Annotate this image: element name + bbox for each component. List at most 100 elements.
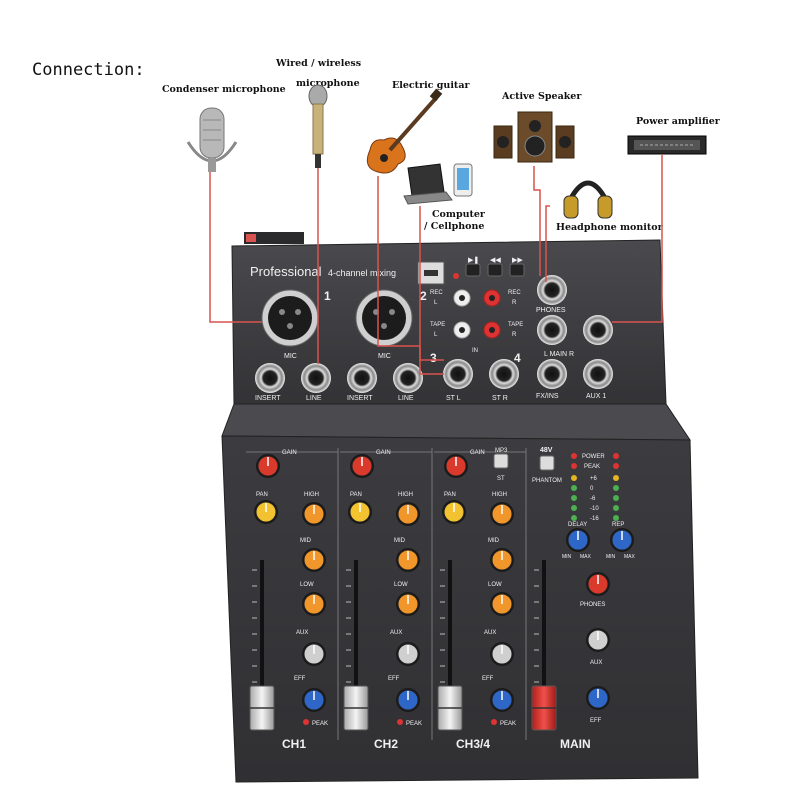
ch2-aux-knob[interactable] — [396, 642, 420, 666]
delay-min-label: MIN — [562, 554, 572, 560]
delay-knob[interactable] — [566, 528, 590, 552]
ch34-aux-knob[interactable] — [490, 642, 514, 666]
ch1-aux-knob[interactable] — [302, 642, 326, 666]
power-led — [571, 453, 577, 459]
ch34-eff-knob[interactable] — [490, 688, 514, 712]
phones-label: PHONES — [536, 307, 566, 314]
ch2-aux-label: AUX — [390, 630, 402, 636]
rec-l-label: L — [434, 300, 438, 306]
ch34-gain-knob[interactable] — [444, 454, 468, 478]
guitar-label: Electric guitar — [392, 80, 470, 91]
delay-label: DELAY — [568, 522, 587, 528]
st-l-label: ST L — [446, 395, 461, 402]
tape-l-label: L — [434, 332, 438, 338]
aux1-jack[interactable] — [583, 359, 613, 389]
ch2-low-knob[interactable] — [396, 592, 420, 616]
laptop-icon — [403, 163, 453, 205]
main-eff-label: EFF — [590, 718, 602, 724]
play-pause-button[interactable] — [465, 263, 481, 277]
ch1-mid-label: MID — [300, 538, 312, 544]
ch1-peak-led — [303, 719, 309, 725]
main-r-jack[interactable] — [583, 315, 613, 345]
ch34-low-knob[interactable] — [490, 592, 514, 616]
ch1-mid-knob[interactable] — [302, 548, 326, 572]
phones-jack[interactable] — [537, 275, 567, 305]
next-icon: ▶▶ — [512, 257, 523, 264]
power-led-right — [613, 453, 619, 459]
mp3-st-switch[interactable] — [493, 453, 509, 469]
ch2-high-knob[interactable] — [396, 502, 420, 526]
ch2-eff-knob[interactable] — [396, 688, 420, 712]
cable-speaker — [533, 166, 541, 276]
ch2-fader-track — [354, 560, 358, 730]
ch2-high-label: HIGH — [398, 492, 413, 498]
next-button[interactable] — [509, 263, 525, 277]
ch2-gain-knob[interactable] — [350, 454, 374, 478]
ch1-high-knob[interactable] — [302, 502, 326, 526]
ch1-mic-xlr-input[interactable] — [261, 289, 319, 347]
meter-led-left — [571, 485, 577, 491]
rep-knob[interactable] — [610, 528, 634, 552]
ch2-pan-knob[interactable] — [348, 500, 372, 524]
headphone-icon — [563, 180, 613, 219]
ch34-gain-label: GAIN — [470, 450, 485, 456]
ch2-number: 2 — [420, 289, 427, 303]
wired-mic-label-2: microphone — [296, 78, 360, 89]
ch34-high-label: HIGH — [492, 492, 507, 498]
meter-scale-label: -10 — [590, 506, 599, 512]
ch1-peak-label: PEAK — [312, 721, 328, 727]
play-pause-icon: ▶❚ — [468, 256, 479, 264]
mixer-brand-sub: 4-channel mixing — [328, 268, 396, 278]
meter-scale-label: -16 — [590, 516, 599, 522]
ch1-low-knob[interactable] — [302, 592, 326, 616]
phantom-switch[interactable] — [539, 455, 555, 471]
peak-led-label: PEAK — [584, 464, 600, 470]
amplifier-label: Power amplifier — [636, 116, 720, 127]
ch2-peak-label: PEAK — [406, 721, 422, 727]
ch1-pan-knob[interactable] — [254, 500, 278, 524]
computer-label-1: Computer — [432, 209, 485, 220]
main-eff-knob[interactable] — [586, 686, 610, 710]
ch2-low-label: LOW — [394, 582, 408, 588]
fx-ins-label: FX/INS — [536, 393, 559, 400]
st-l-jack[interactable] — [443, 359, 473, 389]
ch2-mid-knob[interactable] — [396, 548, 420, 572]
tape-in-label: IN — [472, 348, 478, 354]
ch2-mic-xlr-input[interactable] — [355, 289, 413, 347]
main-l-jack[interactable] — [537, 315, 567, 345]
main-aux-knob[interactable] — [586, 628, 610, 652]
st-label: ST — [497, 476, 505, 482]
ch1-name: CH1 — [282, 737, 306, 751]
ch1-eff-knob[interactable] — [302, 688, 326, 712]
fx-ins-jack[interactable] — [537, 359, 567, 389]
meter-led-right — [613, 495, 619, 501]
rec-label-left: REC — [430, 290, 443, 296]
meter-led-right — [613, 475, 619, 481]
ch1-gain-knob[interactable] — [256, 454, 280, 478]
knob-group — [254, 454, 634, 712]
ch34-pan-knob[interactable] — [442, 500, 466, 524]
ch3-number: 3 — [430, 351, 437, 365]
st-r-jack[interactable] — [489, 359, 519, 389]
page-title: Connection: — [32, 60, 145, 80]
main-phones-knob[interactable] — [586, 572, 610, 596]
usb-port[interactable] — [417, 261, 445, 285]
ch2-line-jack[interactable] — [393, 363, 423, 393]
previous-icon: ◀◀ — [490, 257, 501, 264]
main-lr-label: L MAIN R — [544, 351, 574, 358]
mp3-label: MP3 — [495, 448, 508, 454]
phantom-label: PHANTOM — [532, 478, 562, 484]
main-phones-label: PHONES — [580, 602, 605, 608]
st-r-label: ST R — [492, 395, 508, 402]
ch1-insert-jack[interactable] — [255, 363, 285, 393]
previous-button[interactable] — [487, 263, 503, 277]
ch34-mid-knob[interactable] — [490, 548, 514, 572]
ch2-insert-jack[interactable] — [347, 363, 377, 393]
ch34-high-knob[interactable] — [490, 502, 514, 526]
ch34-pan-label: PAN — [444, 492, 456, 498]
rep-max-label: MAX — [624, 554, 636, 560]
channel-dividers — [246, 448, 527, 740]
ch1-line-jack[interactable] — [301, 363, 331, 393]
ch2-line-label: LINE — [398, 395, 414, 402]
